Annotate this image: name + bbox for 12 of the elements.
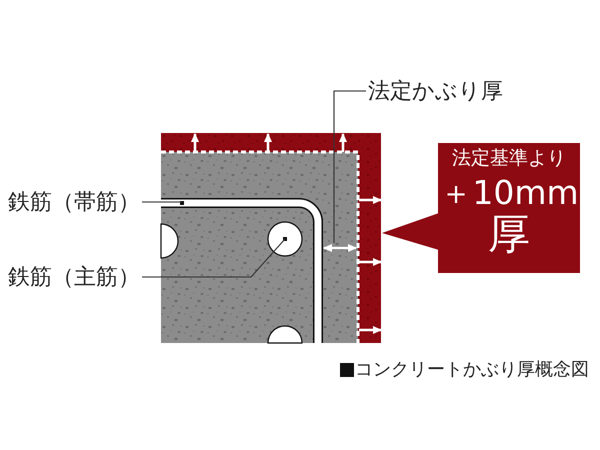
callout-text: 厚 [487,213,531,255]
caption: コンクリートかぶり厚概念図 [355,360,589,378]
callout-pointer [382,213,439,250]
leader-line [142,201,182,203]
leader-line [333,90,366,243]
callout-text: ＋10mm [438,176,580,209]
leader-line [142,238,286,278]
label-text: 鉄筋（帯筋） [8,191,140,213]
callout-text: 法定基準より [451,149,567,168]
label-text: 鉄筋（主筋） [8,266,140,288]
label-text: 法定かぶり厚 [368,80,503,102]
callout-box [438,143,580,273]
